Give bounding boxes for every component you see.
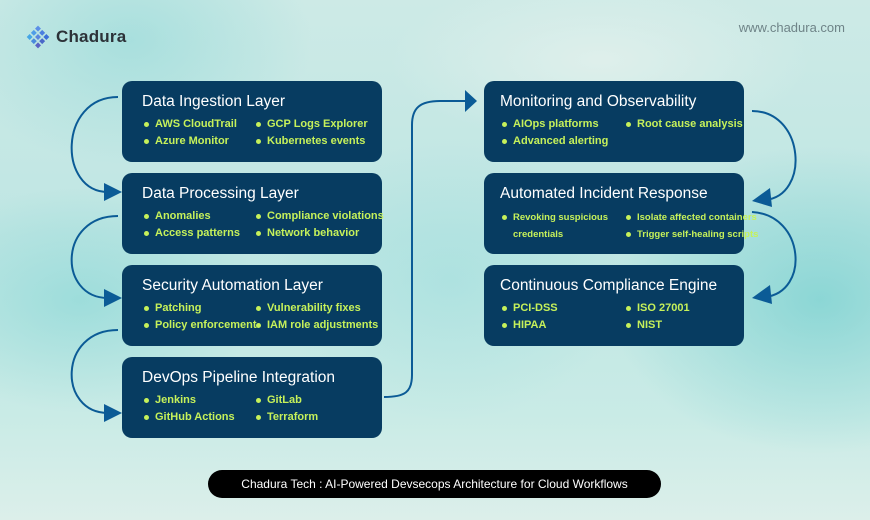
list-item: Policy enforcement	[142, 318, 256, 333]
list-item: Compliance violations	[254, 209, 384, 224]
layer-automated-incident-response: Automated Incident Response Revoking sus…	[484, 173, 758, 254]
list-item: GitHub Actions	[142, 410, 254, 425]
list-item: Vulnerability fixes	[254, 301, 382, 316]
brand-name: Chadura	[56, 27, 127, 46]
arrow-security-to-devops	[70, 329, 119, 414]
list-item: AWS CloudTrail	[142, 117, 254, 132]
bullet-icon	[144, 415, 149, 420]
list-item: Isolate affected containers	[624, 209, 758, 226]
brand-logo: Chadura	[26, 25, 126, 49]
layer-continuous-compliance: Continuous Compliance Engine PCI-DSS ISO…	[484, 265, 744, 346]
layer-title: Monitoring and Observability	[500, 93, 697, 110]
bullet-icon	[144, 231, 149, 236]
list-item: Revoking suspicious credentials	[500, 209, 612, 243]
diamond-grid-icon	[26, 25, 50, 49]
bullet-icon	[144, 398, 149, 403]
list-item: Trigger self-healing scripts	[624, 226, 758, 243]
list-item: AIOps platforms	[500, 117, 624, 132]
arrowhead-icon	[752, 188, 772, 207]
list-item: HIPAA	[500, 318, 624, 333]
bullet-icon	[502, 323, 507, 328]
website-url[interactable]: www.chadura.com	[738, 20, 845, 35]
list-item: PCI-DSS	[500, 301, 624, 316]
bullet-icon	[256, 122, 261, 127]
bullet-icon	[502, 139, 507, 144]
list-item: Patching	[142, 301, 254, 316]
layer-data-processing: Data Processing Layer Anomalies Complian…	[122, 173, 384, 254]
bullet-icon	[144, 323, 149, 328]
bullet-icon	[256, 214, 261, 219]
arrow-devops-to-monitoring	[383, 100, 466, 398]
bullet-icon	[626, 323, 631, 328]
list-item: ISO 27001	[624, 301, 744, 316]
list-item: Root cause analysis	[624, 117, 744, 132]
arrow-ingestion-to-processing	[70, 96, 119, 193]
bullet-icon	[256, 139, 261, 144]
list-item: Access patterns	[142, 226, 254, 241]
bullet-icon	[256, 323, 261, 328]
layer-devops-pipeline: DevOps Pipeline Integration Jenkins GitL…	[122, 357, 382, 438]
bullet-icon	[256, 306, 261, 311]
list-item: GitLab	[254, 393, 382, 408]
bullet-icon	[502, 306, 507, 311]
bullet-icon	[626, 122, 631, 127]
layer-data-ingestion: Data Ingestion Layer AWS CloudTrail GCP …	[122, 81, 382, 162]
list-item: Terraform	[254, 410, 382, 425]
list-item: GCP Logs Explorer	[254, 117, 382, 132]
arrow-incident-to-compliance	[751, 211, 797, 298]
bullet-icon	[144, 306, 149, 311]
layer-security-automation: Security Automation Layer Patching Vulne…	[122, 265, 382, 346]
list-item: Kubernetes events	[254, 134, 382, 149]
bullet-icon	[502, 215, 507, 220]
arrowhead-icon	[752, 285, 772, 304]
caption-banner: Chadura Tech : AI-Powered Devsecops Arch…	[208, 470, 661, 498]
list-item: Network behavior	[254, 226, 384, 241]
list-item: Anomalies	[142, 209, 254, 224]
arrowhead-icon	[104, 183, 122, 201]
bullet-icon	[626, 215, 631, 220]
list-item: IAM role adjustments	[254, 318, 382, 333]
layer-title: Automated Incident Response	[500, 185, 708, 202]
layer-title: DevOps Pipeline Integration	[142, 369, 336, 386]
bullet-icon	[502, 122, 507, 127]
layer-title: Data Processing Layer	[142, 185, 299, 202]
arrowhead-icon	[465, 90, 477, 112]
arrow-monitoring-to-incident	[751, 110, 797, 201]
arrowhead-icon	[104, 404, 122, 422]
bullet-icon	[144, 139, 149, 144]
bullet-icon	[256, 415, 261, 420]
list-item: Azure Monitor	[142, 134, 254, 149]
list-item: NIST	[624, 318, 744, 333]
bullet-icon	[256, 231, 261, 236]
list-item: Advanced alerting	[500, 134, 624, 149]
bullet-icon	[626, 306, 631, 311]
layer-title: Data Ingestion Layer	[142, 93, 286, 110]
layer-title: Security Automation Layer	[142, 277, 323, 294]
arrowhead-icon	[104, 289, 122, 307]
arrow-processing-to-security	[70, 215, 119, 299]
bullet-icon	[256, 398, 261, 403]
list-item: Jenkins	[142, 393, 254, 408]
layer-title: Continuous Compliance Engine	[500, 277, 718, 294]
bullet-icon	[626, 232, 631, 237]
bullet-icon	[144, 214, 149, 219]
layer-monitoring-observability: Monitoring and Observability AIOps platf…	[484, 81, 744, 162]
bullet-icon	[144, 122, 149, 127]
